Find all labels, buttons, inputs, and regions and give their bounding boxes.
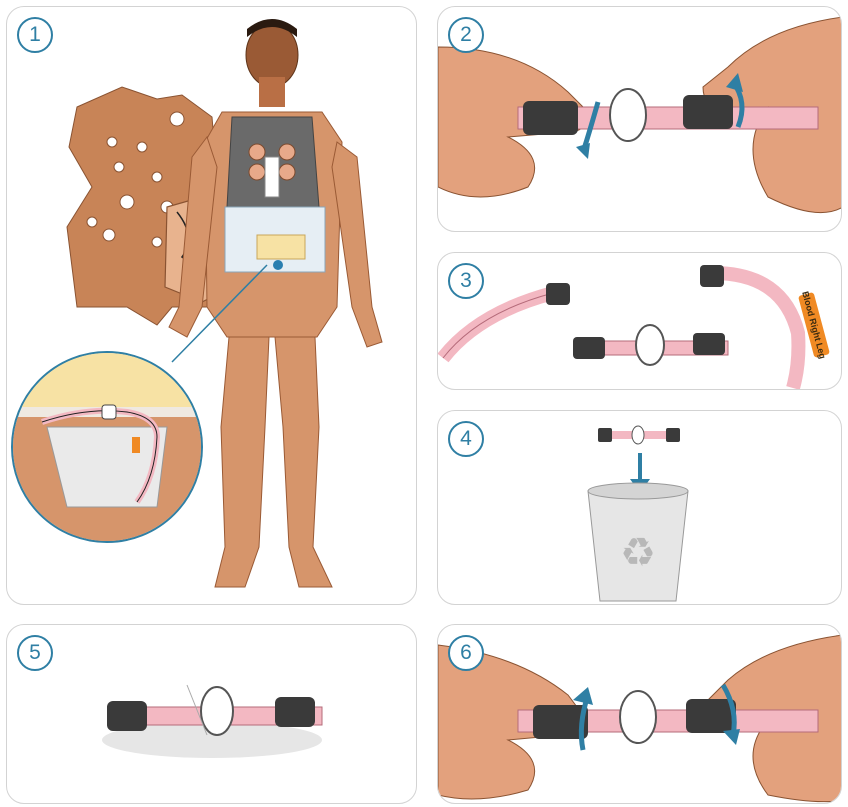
step-number-badge: 3 (448, 263, 484, 299)
manikin-illustration (7, 7, 417, 605)
right-connector (683, 95, 733, 129)
new-tube-assembly-illustration (7, 625, 417, 804)
step-number-badge: 6 (448, 635, 484, 671)
step-number-badge: 2 (448, 17, 484, 53)
coupler (201, 687, 233, 735)
coupler (620, 691, 656, 743)
step-1-panel: 1 (6, 6, 417, 605)
connector (107, 701, 147, 731)
step-2-panel: 2 (437, 6, 842, 232)
hands-twist-connectors-illustration (438, 7, 842, 232)
coupler (610, 89, 646, 141)
step-5-panel: 5 (6, 624, 417, 804)
separated-parts-illustration: Blood Right Leg (438, 253, 842, 390)
hands-reconnect-illustration (438, 625, 842, 804)
manikin-legs (215, 337, 269, 587)
connector (700, 265, 724, 287)
right-connector (686, 699, 736, 733)
step-6-panel: 6 (437, 624, 842, 804)
coupler (636, 325, 664, 365)
step-3-panel: 3 Blood Right Leg (437, 252, 842, 390)
right-arm (332, 142, 382, 347)
step-number-badge: 1 (17, 17, 53, 53)
left-connector (523, 101, 578, 135)
recycle-icon: ♻ (620, 530, 656, 576)
step-number-badge: 4 (448, 421, 484, 457)
discard-illustration: ♻ (438, 411, 842, 605)
step-4-panel: 4 ♻ (437, 410, 842, 605)
connector (693, 333, 725, 355)
step-number-badge: 5 (17, 635, 53, 671)
connector (275, 697, 315, 727)
connector (546, 283, 570, 305)
connector (573, 337, 605, 359)
